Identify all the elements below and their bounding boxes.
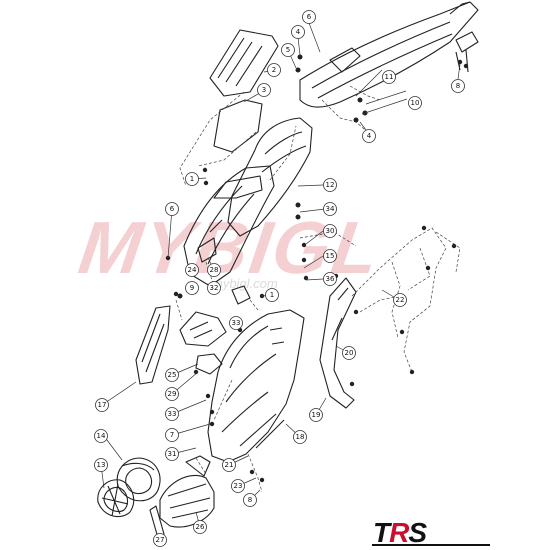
callout-label: 9 [190,284,194,292]
part-clamp [149,505,165,539]
callout-numbers: 6 4 5 2 3 11 10 4 8 12 34 30 15 36 1 6 2… [97,13,461,544]
callout-label: 14 [97,432,106,440]
part-side-panel-left [183,165,275,287]
part-seat-base [227,117,313,237]
callout-label: 12 [326,181,335,189]
callout-label: 25 [168,371,177,379]
callout-label: 33 [168,410,177,418]
callout-label: 31 [168,450,177,458]
watermark-url: mybigl.com [212,276,278,291]
callouts [94,10,465,547]
fasteners [165,54,469,483]
callout-label: 7 [170,431,174,439]
callout-label: 4 [296,28,301,36]
part-left-panel [135,305,171,385]
callout-label: 27 [156,536,165,544]
callout-label: 11 [385,73,394,81]
part-fender-bracket [455,31,479,53]
part-cover-plate [179,311,227,347]
part-airbox [207,309,305,463]
callout-label: 5 [286,46,290,54]
callout-label: 10 [411,99,420,107]
callout-label: 2 [272,66,276,74]
part-intake-boot [159,474,215,528]
callout-label: 23 [234,482,243,490]
part-sticker [213,99,263,153]
callout-label: 3 [262,86,266,94]
callout-label: 18 [296,433,305,441]
callout-label: 32 [210,284,219,292]
callout-label: 17 [98,401,107,409]
part-air-filter [116,457,161,502]
part-frame-guard [319,277,357,409]
callout-label: 19 [312,411,321,419]
assembly-lines [175,85,461,493]
callout-leaders [100,22,461,541]
callout-label: 22 [396,296,405,304]
callout-label: 36 [326,275,335,283]
callout-label: 29 [168,390,177,398]
callout-label: 24 [188,266,197,274]
callout-label: 33 [232,319,241,327]
callout-label: 1 [270,291,274,299]
callout-label: 20 [345,349,354,357]
callout-label: 6 [307,13,312,21]
callout-label: 13 [97,461,106,469]
callout-label: 21 [225,461,234,469]
part-number-plate [209,29,279,97]
callout-label: 4 [367,132,372,140]
callout-label: 15 [326,252,335,260]
callout-label: 30 [326,227,335,235]
callout-label: 26 [196,523,205,531]
callout-label: 8 [456,82,460,90]
callout-label: 1 [190,175,194,183]
callout-label: 8 [248,496,252,504]
part-bracket [195,353,223,375]
part-outlines [97,1,479,539]
trs-logo: TRS [373,517,427,548]
part-rear-fender [299,1,479,108]
callout-label: 34 [326,205,335,213]
part-fender-extension [329,47,361,73]
callout-label: 6 [170,205,175,213]
brand-underline [372,544,490,546]
callout-label: 28 [210,266,219,274]
